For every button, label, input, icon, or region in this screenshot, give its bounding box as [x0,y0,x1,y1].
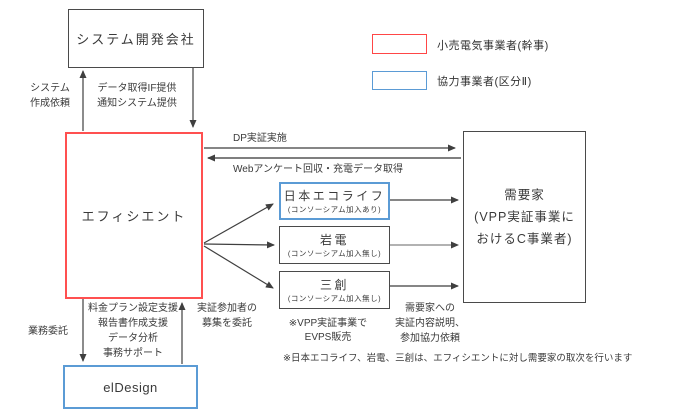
sanso-box: 三創 (コンソーシアム加入無し) [279,271,390,309]
efficient-label: エフィシエント [81,209,187,224]
label-consumer-explain-line2: 実証内容説明、 [395,318,465,329]
system-dev-box: システム開発会社 [68,9,204,68]
label-data-if: データ取得IF提供 通知システム提供 [89,81,185,111]
label-data-if-line1: データ取得IF提供 [97,83,177,94]
system-dev-label: システム開発会社 [76,32,196,47]
label-consumer-explain: 需要家への 実証内容説明、 参加協力依頼 [388,301,472,346]
label-outsource: 業務委託 [28,326,68,337]
label-dp-demo: DP実証実施 [233,133,287,144]
label-support-line3: データ分析 [108,333,158,344]
arrow-recruit-ecolife [203,203,274,244]
label-data-if-line2: 通知システム提供 [97,98,177,109]
ganden-name: 岩電 [319,232,349,247]
label-web-survey: Webアンケート回収・充電データ取得 [233,164,403,175]
ganden-box: 岩電 (コンソーシアム加入無し) [279,226,390,264]
label-support-line1: 料金プラン設定支援 [88,303,178,314]
label-vpp-sales-line1: ※VPP実証事業で [288,318,368,329]
label-recruit-line2: 募集を委託 [202,318,252,329]
eldesign-box: elDesign [63,365,198,409]
label-system-request-line2: 作成依頼 [30,98,70,109]
label-support-line2: 報告書作成支援 [98,318,168,329]
arrow-recruit-ganden [203,241,275,249]
label-support-services: 料金プラン設定支援 報告書作成支援 データ分析 事務サポート [86,301,180,361]
consumer-label-line1: 需要家 [504,188,545,202]
ecolife-box: 日本エコライフ (コンソーシアム加入あり) [279,182,390,220]
arrow-recruit-sanso [203,245,274,289]
legend-partner-swatch [372,71,427,90]
label-consumer-explain-line3: 参加協力依頼 [400,333,460,344]
label-system-request-line1: システム [30,83,70,94]
ecolife-note: (コンソーシアム加入あり) [287,204,382,214]
sanso-note: (コンソーシアム加入無し) [287,293,382,303]
label-vpp-sales-line2: EVPS販売 [304,332,352,343]
label-support-line4: 事務サポート [103,348,163,359]
legend-retail-label: 小売電気事業者(幹事) [437,40,549,52]
efficient-box: エフィシエント [65,132,203,299]
consumer-label-line2: (VPP実証事業に [474,210,575,224]
consumer-box: 需要家 (VPP実証事業に おけるC事業者) [463,131,586,303]
label-recruit-line1: 実証参加者の [197,303,257,314]
sanso-name: 三創 [319,277,349,292]
ecolife-name: 日本エコライフ [283,188,386,203]
consumer-label-line3: おけるC事業者) [476,232,573,246]
footnote-text: ※日本エコライフ、岩電、三創は、エフィシエントに対し需要家の取次を行います [283,353,633,364]
label-consumer-explain-line1: 需要家への [405,303,455,314]
eldesign-label: elDesign [103,379,158,395]
ganden-note: (コンソーシアム加入無し) [287,248,382,258]
label-vpp-sales: ※VPP実証事業で EVPS販売 [283,317,373,345]
legend-retail-swatch [372,34,427,54]
legend-partner-label: 協力事業者(区分Ⅱ) [437,76,532,88]
label-system-request: システム 作成依頼 [20,81,80,111]
label-recruit: 実証参加者の 募集を委託 [194,301,260,331]
